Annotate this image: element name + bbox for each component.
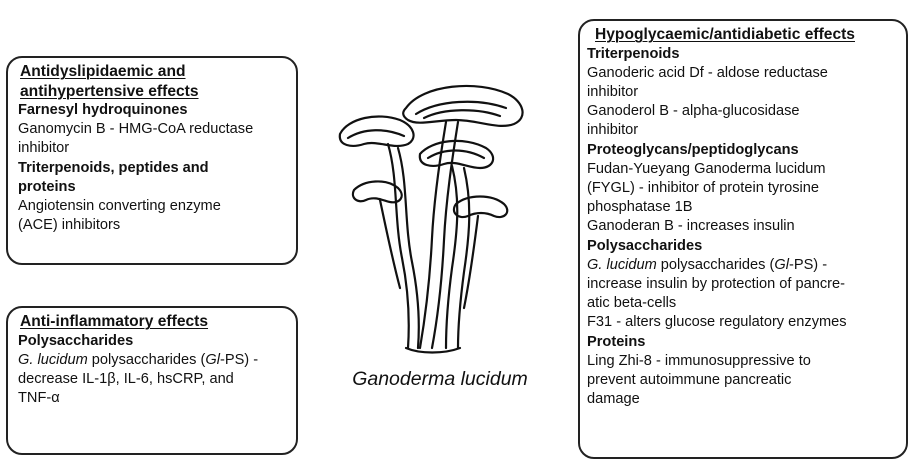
cap-middle-rim (426, 149, 486, 160)
glps-suffix: -PS) - (219, 351, 259, 368)
cap-bottom-right (452, 195, 509, 219)
ganoderan-line: Ganoderan B - increases insulin (587, 218, 795, 235)
glps-line2: decrease IL-1β, IL-6, hsCRP, and (18, 370, 234, 387)
proteins-heading: Proteins (587, 333, 646, 350)
mushroom-illustration (338, 84, 524, 354)
glps-right-abbr: Gl (774, 256, 789, 273)
species-name-right: G. lucidum (587, 256, 657, 273)
triterpenoids-heading: Triterpenoids (587, 45, 680, 62)
species-name: G. lucidum (18, 351, 88, 368)
glps-right-suffix: -PS) - (788, 256, 828, 273)
lingzhi-line3: damage (587, 391, 640, 408)
ace-line2: (ACE) inhibitors (18, 217, 121, 234)
hypoglycaemic-box: Hypoglycaemic/antidiabetic effects Trite… (578, 19, 908, 459)
fygl-line1: Fudan-Yueyang Ganoderma lucidum (587, 160, 826, 177)
ganoderic-acid-line2: inhibitor (587, 83, 639, 100)
stem-base (404, 346, 462, 354)
stem-1 (386, 142, 410, 350)
species-caption: Ganoderma lucidum (352, 368, 528, 390)
stem-1b (396, 146, 420, 350)
proteoglycans-heading: Proteoglycans/peptidoglycans (587, 141, 799, 158)
ganoderol-line1: Ganoderol B - alpha-glucosidase (587, 103, 800, 120)
antidyslipidaemic-title-line1: Antidyslipidaemic and (20, 63, 186, 80)
hypoglycaemic-title: Hypoglycaemic/antidiabetic effects (595, 26, 855, 43)
glps-right-text: polysaccharides ( (656, 256, 775, 273)
ganomycin-line1: Ganomycin B - HMG-CoA reductase (18, 121, 254, 138)
cap-top-right-rim (414, 100, 508, 116)
cap-top-right (402, 84, 524, 128)
cap-top-right-gill (422, 109, 502, 120)
glps-right-line3: atic beta-cells (587, 295, 677, 312)
glps-right-line2: increase insulin by protection of pancre… (587, 275, 845, 292)
glps-line3: TNF-α (18, 390, 60, 407)
glps-line1: G. lucidum polysaccharides (Gl-PS) - (18, 351, 296, 370)
ganomycin-line2: inhibitor (18, 140, 70, 157)
ganoderic-acid-line1: Ganoderic acid Df - aldose reductase (587, 64, 828, 81)
cap-bottom-left (351, 180, 403, 204)
antidyslipidaemic-box: Antidyslipidaemic and antihypertensive e… (6, 56, 298, 265)
cap-left (338, 115, 415, 148)
stem-3 (444, 164, 459, 350)
anti-inflammatory-box: Anti-inflammatory effects Polysaccharide… (6, 306, 298, 455)
ace-line1: Angiotensin converting enzyme (18, 198, 221, 215)
glps-text: polysaccharides ( (87, 351, 206, 368)
cap-left-rim (346, 129, 406, 140)
lingzhi-line1: Ling Zhi-8 - immunosuppressive to (587, 352, 811, 369)
triterpenoids-peptides-heading-line2: proteins (18, 178, 76, 195)
antidyslipidaemic-title-line2: antihypertensive effects (20, 82, 199, 100)
cap-middle (418, 139, 495, 170)
glps-right-line1: G. lucidum polysaccharides (Gl-PS) - (587, 256, 906, 275)
stem-2b (430, 120, 460, 350)
glps-abbr: Gl (205, 351, 220, 368)
triterpenoids-peptides-heading-line1: Triterpenoids, peptides and (18, 159, 209, 176)
fygl-line2: (FYGL) - inhibitor of protein tyrosine (587, 179, 819, 196)
lingzhi-line2: prevent autoimmune pancreatic (587, 371, 792, 388)
f31-line: F31 - alters glucose regulatory enzymes (587, 314, 847, 331)
stem-5 (462, 214, 480, 310)
stem-3b (456, 166, 471, 350)
anti-inflammatory-title: Anti-inflammatory effects (20, 313, 209, 330)
ganoderol-line2: inhibitor (587, 122, 639, 139)
polysaccharides-heading: Polysaccharides (18, 332, 134, 349)
farnesyl-heading: Farnesyl hydroquinones (18, 102, 188, 118)
stem-4 (378, 198, 402, 290)
polysaccharides-heading-right: Polysaccharides (587, 237, 703, 254)
fygl-line3: phosphatase 1B (587, 199, 693, 216)
stem-2 (418, 120, 448, 350)
